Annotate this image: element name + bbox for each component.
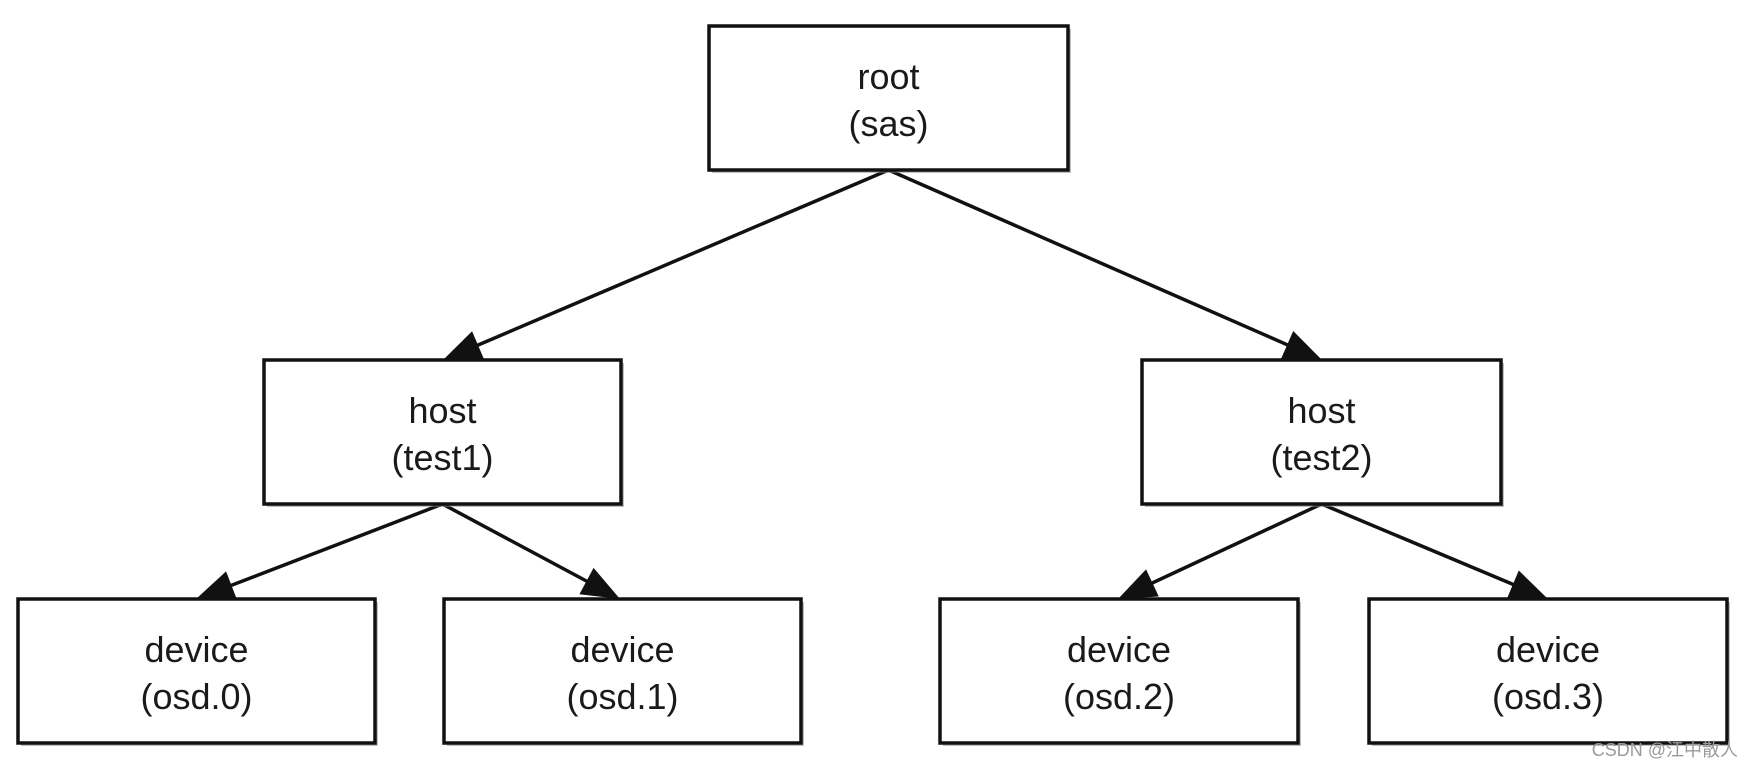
node-host2: host (test2) <box>1140 358 1504 507</box>
edge-line <box>228 502 444 588</box>
watermark-text: CSDN @江中散人 <box>1592 740 1738 760</box>
node-label-name: (osd.0) <box>140 676 252 717</box>
node-box <box>1367 597 1729 745</box>
edge-line <box>441 502 590 584</box>
node-root: root (sas) <box>707 24 1071 173</box>
node-box <box>938 597 1300 745</box>
edge-host2-dev2 <box>1118 502 1323 599</box>
arrowhead-icon <box>1118 569 1159 599</box>
node-host1: host (test1) <box>262 358 624 507</box>
node-box <box>16 597 377 745</box>
node-label-type: device <box>1496 629 1600 670</box>
arrowhead-icon <box>196 571 237 600</box>
node-label-type: host <box>408 390 476 431</box>
edge-host1-dev1 <box>441 502 620 599</box>
node-label-name: (test1) <box>391 437 493 478</box>
node-label-name: (osd.1) <box>566 676 678 717</box>
edges-layer <box>196 168 1548 600</box>
node-dev2: device (osd.2) <box>938 597 1301 746</box>
node-dev0: device (osd.0) <box>16 597 378 746</box>
arrowhead-icon <box>1281 331 1322 360</box>
node-dev1: device (osd.1) <box>442 597 804 746</box>
node-label-type: device <box>570 629 674 670</box>
arrowhead-icon <box>1507 570 1548 599</box>
node-box <box>262 358 623 506</box>
node-label-name: (osd.3) <box>1492 676 1604 717</box>
node-label-name: (sas) <box>849 103 929 144</box>
edge-root-host2 <box>887 168 1322 360</box>
edge-line <box>475 168 890 348</box>
edge-line <box>887 168 1290 348</box>
arrowhead-icon <box>579 567 620 599</box>
node-box <box>707 24 1070 172</box>
node-label-name: (osd.2) <box>1063 676 1175 717</box>
node-label-type: root <box>857 56 919 97</box>
edge-line <box>1149 502 1323 586</box>
edge-host1-dev0 <box>196 502 444 600</box>
arrowhead-icon <box>443 331 484 360</box>
node-label-type: device <box>1067 629 1171 670</box>
node-box <box>442 597 803 745</box>
nodes-layer: root (sas) host (test1) host (test2) device (os… <box>16 24 1730 746</box>
node-label-type: device <box>144 629 248 670</box>
edge-root-host1 <box>443 168 890 360</box>
edge-host2-dev3 <box>1320 502 1548 599</box>
node-label-type: host <box>1287 390 1355 431</box>
node-label-name: (test2) <box>1270 437 1372 478</box>
node-box <box>1140 358 1503 506</box>
node-dev3: device (osd.3) <box>1367 597 1730 746</box>
edge-line <box>1320 502 1516 587</box>
